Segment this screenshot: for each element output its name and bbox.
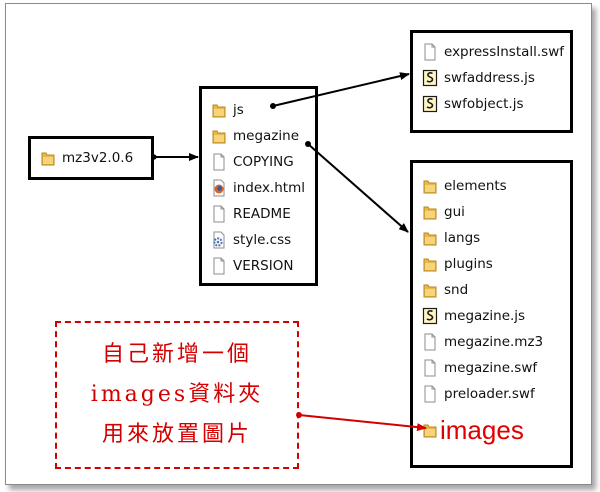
- file-icon: [211, 205, 227, 223]
- item-label: swfobject.js: [444, 96, 524, 112]
- list-item-readme[interactable]: README: [211, 203, 291, 225]
- folder-icon: [211, 101, 227, 119]
- script-icon: [422, 95, 438, 113]
- arrow-note-to-images: [296, 412, 427, 432]
- file-icon: [422, 43, 438, 61]
- list-item-version[interactable]: VERSION: [211, 255, 293, 277]
- list-item-images-new[interactable]: images: [422, 415, 524, 445]
- file-icon: [422, 385, 438, 403]
- js-contents-box: expressInstall.swf swfaddress.js swfobje…: [410, 30, 573, 133]
- item-label: COPYING: [233, 154, 294, 170]
- root-folder[interactable]: mz3v2.0.6: [40, 147, 133, 169]
- list-item-style-css[interactable]: style.css: [211, 229, 291, 251]
- megazine-contents-box: elements gui langs plugins snd megazine.…: [410, 160, 573, 468]
- root-folder-label: mz3v2.0.6: [62, 150, 134, 166]
- file-icon: [211, 257, 227, 275]
- list-item-snd[interactable]: snd: [422, 279, 468, 301]
- mz3-contents-box: js megazine COPYING index.html README st…: [199, 86, 318, 286]
- list-item-index-html[interactable]: index.html: [211, 177, 305, 199]
- list-item-js[interactable]: js: [211, 99, 244, 121]
- annotation-note: 自己新增一個 images資料夾 用來放置圖片: [55, 321, 299, 469]
- note-line-3: 用來放置圖片: [101, 422, 252, 447]
- list-item-elements[interactable]: elements: [422, 175, 507, 197]
- folder-icon: [40, 149, 56, 167]
- css-gear-icon: [211, 231, 227, 249]
- file-icon: [211, 153, 227, 171]
- item-label: plugins: [444, 256, 493, 272]
- item-label: swfaddress.js: [444, 70, 535, 86]
- item-label: js: [233, 102, 244, 118]
- folder-icon: [422, 177, 438, 195]
- list-item-langs[interactable]: langs: [422, 227, 480, 249]
- folder-icon: [422, 421, 438, 439]
- item-label: gui: [444, 204, 465, 220]
- folder-icon: [422, 229, 438, 247]
- list-item-gui[interactable]: gui: [422, 201, 465, 223]
- file-icon: [422, 359, 438, 377]
- item-label: VERSION: [233, 258, 294, 274]
- list-item-preloader-swf[interactable]: preloader.swf: [422, 383, 535, 405]
- list-item-swfaddress[interactable]: swfaddress.js: [422, 67, 535, 89]
- folder-icon: [422, 255, 438, 273]
- script-icon: [422, 307, 438, 325]
- folder-icon: [422, 203, 438, 221]
- firefox-html-icon: [211, 179, 227, 197]
- item-label: megazine.mz3: [444, 334, 544, 350]
- list-item-megazine-swf[interactable]: megazine.swf: [422, 357, 537, 379]
- item-label: snd: [444, 282, 469, 298]
- list-item-expressinstall[interactable]: expressInstall.swf: [422, 41, 564, 63]
- list-item-copying[interactable]: COPYING: [211, 151, 294, 173]
- item-label: megazine.swf: [444, 360, 538, 376]
- item-label: style.css: [233, 232, 292, 248]
- note-line-1: 自己新增一個: [101, 342, 252, 367]
- list-item-plugins[interactable]: plugins: [422, 253, 493, 275]
- item-label: elements: [444, 178, 507, 194]
- arrow-megazine-to-megazine-box: [305, 141, 409, 233]
- list-item-megazine-mz3[interactable]: megazine.mz3: [422, 331, 543, 353]
- arrow-js-to-js-box: [270, 72, 410, 109]
- item-label: megazine.js: [444, 308, 526, 324]
- note-line-2: images資料夾: [90, 382, 264, 407]
- file-icon: [422, 333, 438, 351]
- item-label: README: [233, 206, 291, 222]
- script-icon: [422, 69, 438, 87]
- root-folder-box: mz3v2.0.6: [28, 136, 154, 180]
- list-item-megazine[interactable]: megazine: [211, 125, 299, 147]
- item-label: expressInstall.swf: [444, 44, 565, 60]
- new-folder-label: images: [440, 414, 524, 445]
- item-label: langs: [444, 230, 481, 246]
- item-label: index.html: [233, 180, 305, 196]
- arrow-root-to-mid: [151, 153, 199, 161]
- list-item-swfobject[interactable]: swfobject.js: [422, 93, 524, 115]
- item-label: megazine: [233, 128, 299, 144]
- folder-icon: [422, 281, 438, 299]
- item-label: preloader.swf: [444, 386, 535, 402]
- folder-icon: [211, 127, 227, 145]
- list-item-megazine-js[interactable]: megazine.js: [422, 305, 525, 327]
